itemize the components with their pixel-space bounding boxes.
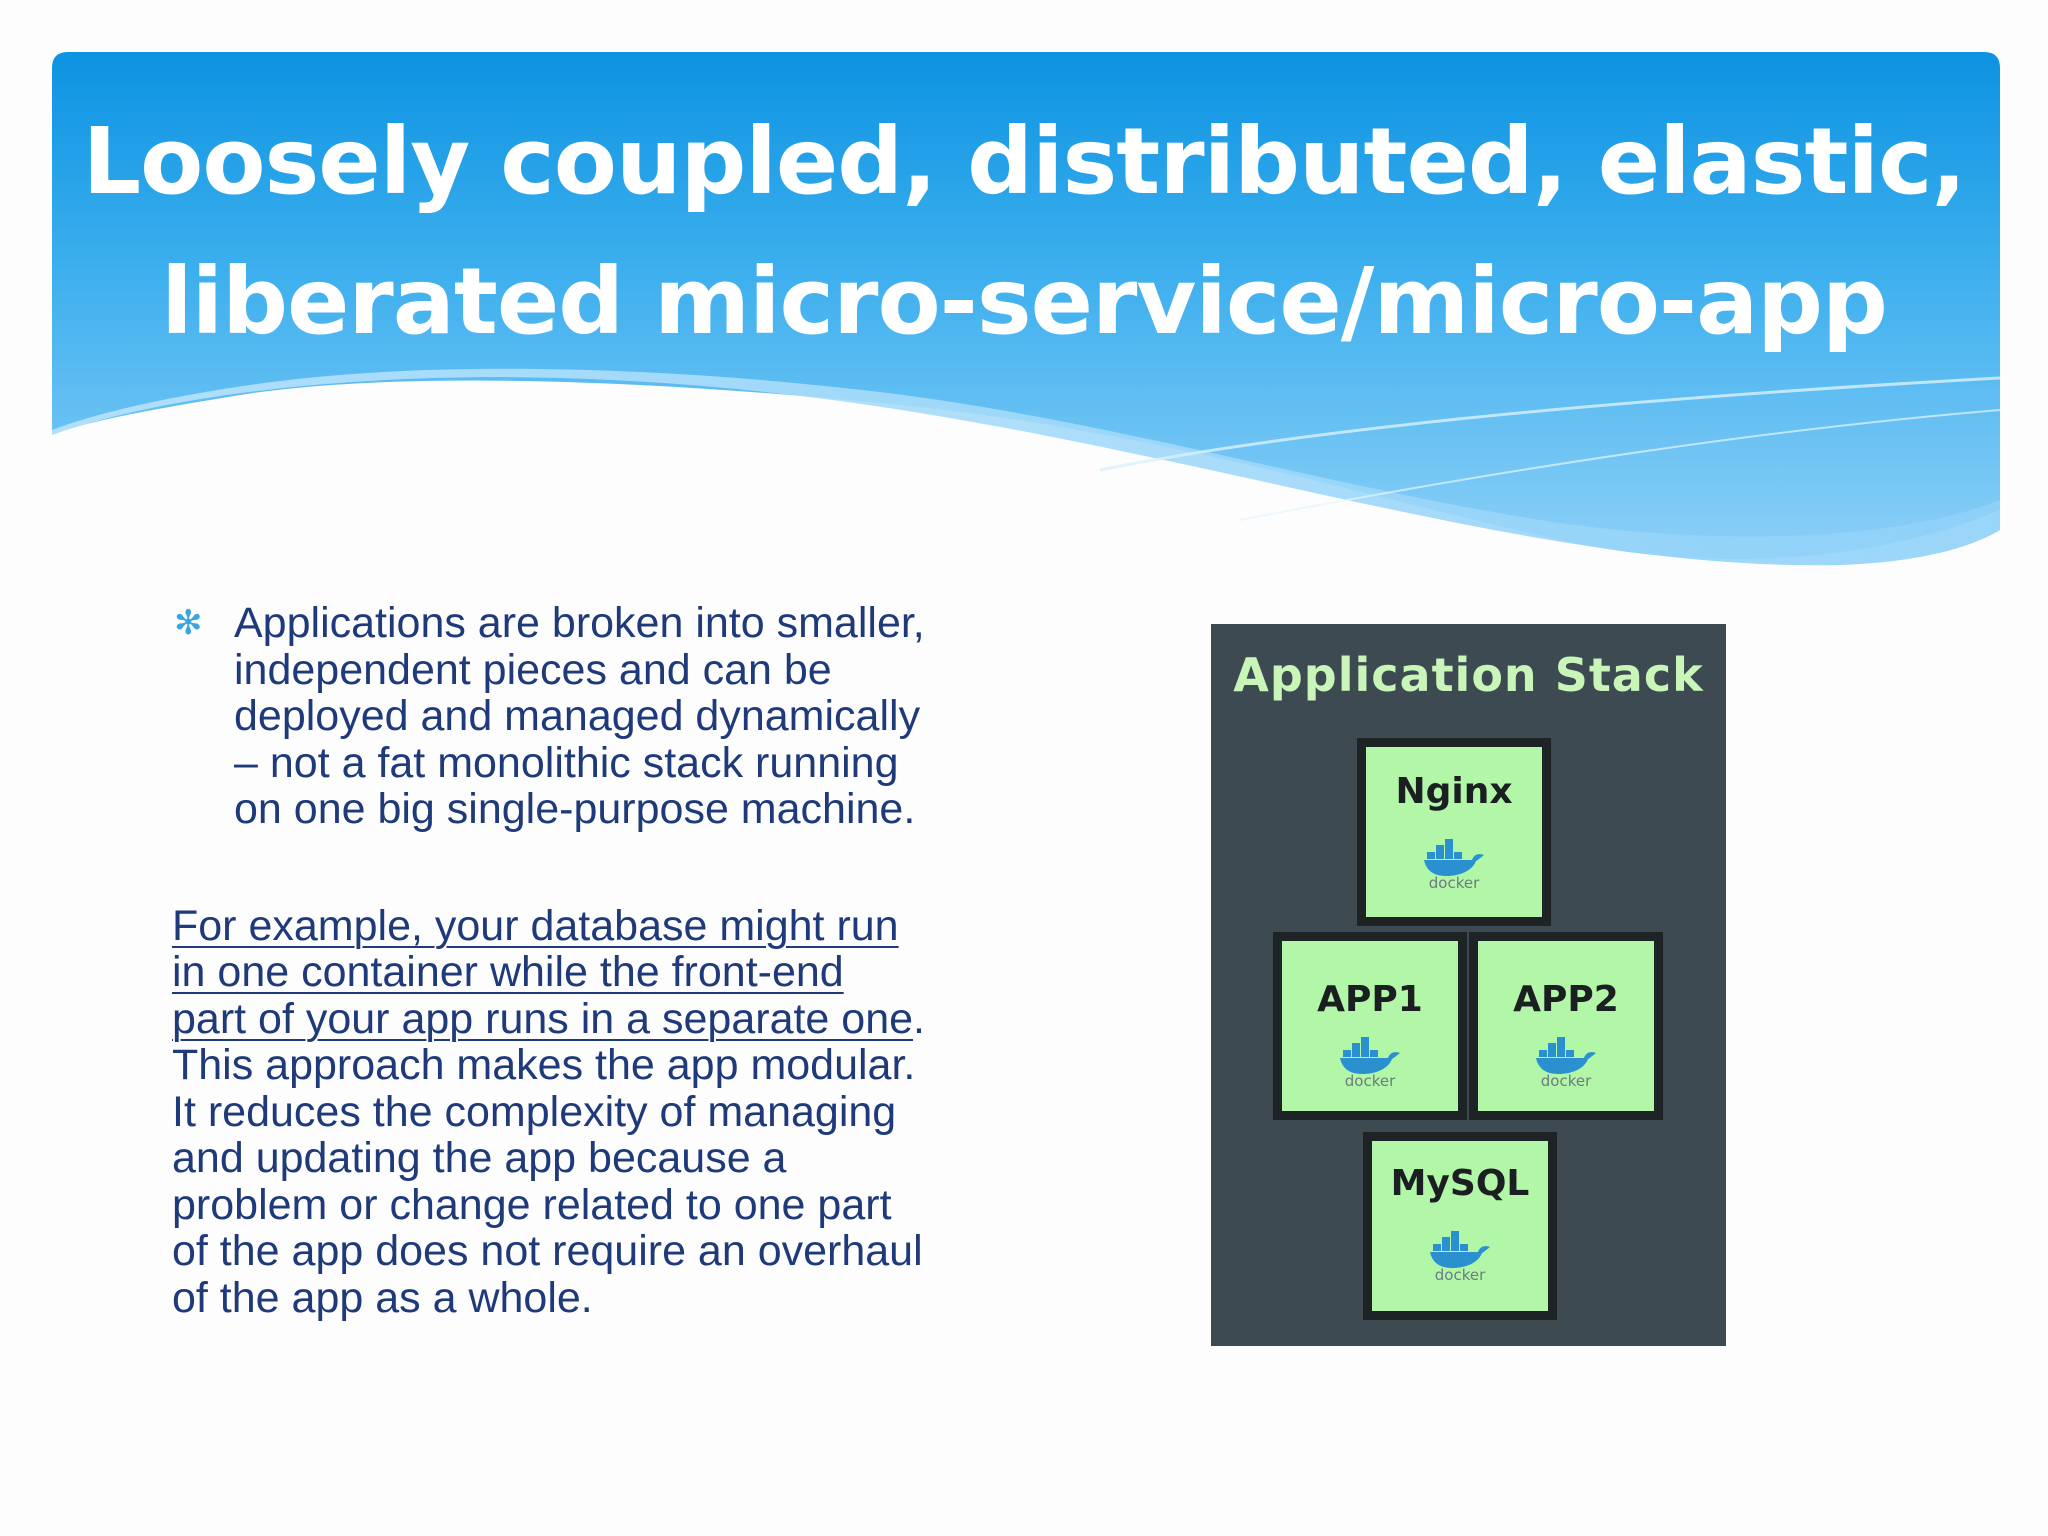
box-label: APP2 [1513, 979, 1619, 1020]
paragraph-line: of the app as a whole. [172, 1273, 593, 1322]
example-link-line[interactable]: in one container while the front-end [172, 948, 844, 996]
docker-logo-text: docker [1434, 1266, 1486, 1284]
mysql-box: MySQL docker [1363, 1132, 1557, 1320]
paragraph-line: and updating the app because a [172, 1134, 787, 1182]
application-stack-diagram: Application Stack Nginx docker APP1 [1211, 624, 1726, 1346]
docker-logo-text: docker [1344, 1072, 1396, 1090]
bullet-line: Applications are broken into smaller, [234, 599, 925, 647]
paragraph-line: of the app does not require an overhaul [172, 1227, 923, 1275]
bullet-line: deployed and managed dynamically [234, 692, 921, 740]
example-paragraph: For example, your database might run in … [172, 901, 1012, 1322]
header-wave-graphic [52, 52, 2001, 566]
box-label: APP1 [1317, 979, 1423, 1020]
link-trailing-period: . [913, 994, 925, 1043]
bullet-line: – not a fat monolithic stack running [234, 738, 899, 787]
docker-whale-icon [1424, 839, 1484, 876]
nginx-box: Nginx docker [1357, 738, 1551, 926]
docker-logo: docker [1414, 839, 1494, 891]
example-link-line[interactable]: For example, your database might run [172, 901, 899, 950]
example-link-line[interactable]: part of your app runs in a separate one [172, 994, 914, 1043]
docker-logo-text: docker [1540, 1072, 1592, 1090]
paragraph-line: problem or change related to one part [172, 1180, 892, 1229]
slide-title: Loosely coupled, distributed, elastic, l… [60, 92, 1988, 372]
docker-logo-text: docker [1428, 874, 1480, 892]
box-label: MySQL [1390, 1163, 1530, 1204]
app1-box: APP1 docker [1273, 932, 1467, 1120]
title-line-1: Loosely coupled, distributed, elastic, [82, 108, 1967, 215]
header-banner: Loosely coupled, distributed, elastic, l… [0, 0, 2048, 620]
paragraph-line: It reduces the complexity of managing [172, 1087, 897, 1136]
paragraph-line: This approach makes the app modular. [172, 1041, 916, 1089]
docker-whale-icon [1536, 1037, 1596, 1074]
app2-box: APP2 docker [1469, 932, 1663, 1120]
docker-logo: docker [1330, 1037, 1410, 1089]
diagram-title: Application Stack [1233, 648, 1704, 702]
bullet-line: on one big single-purpose machine. [234, 785, 916, 833]
body-text: ✻ Applications are broken into smaller, … [172, 600, 1012, 1321]
bullet-line: independent pieces and can be [234, 645, 832, 694]
title-line-2: liberated micro-service/micro-app [161, 248, 1888, 355]
docker-whale-icon [1430, 1231, 1490, 1268]
box-label: Nginx [1395, 771, 1513, 812]
docker-logo: docker [1526, 1037, 1606, 1089]
asterisk-bullet-icon: ✻ [174, 604, 203, 642]
docker-whale-icon [1340, 1037, 1400, 1074]
bullet-item: ✻ Applications are broken into smaller, … [172, 600, 1012, 833]
docker-logo: docker [1420, 1231, 1500, 1283]
